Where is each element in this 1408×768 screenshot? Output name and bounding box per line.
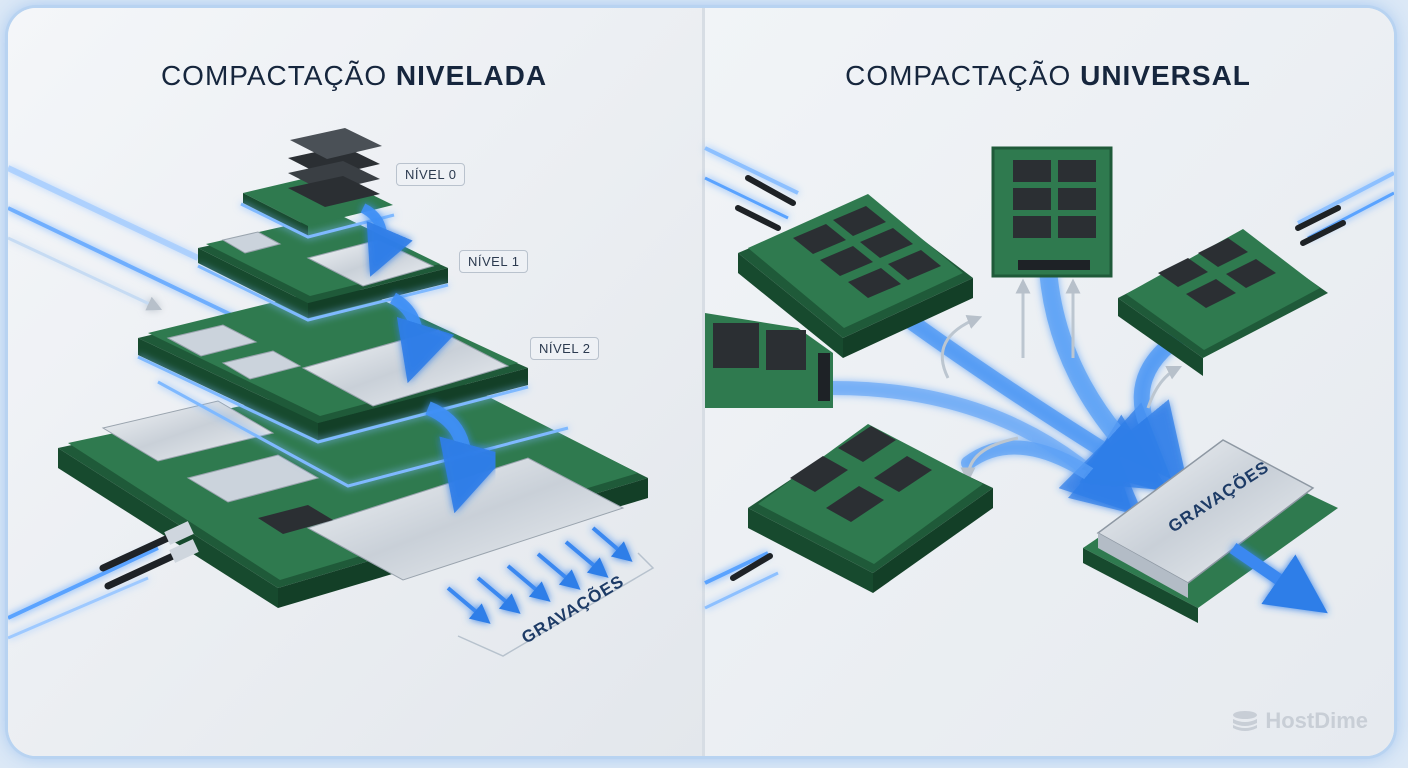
level-2-label: NÍVEL 2 bbox=[530, 337, 600, 360]
merge-flows-right bbox=[826, 261, 1189, 517]
panel-divider bbox=[702, 8, 705, 756]
write-output-arrows-left bbox=[446, 526, 633, 624]
left-panel-title: COMPACTAÇÃO NIVELADA bbox=[161, 60, 547, 92]
return-flows-right bbox=[940, 278, 1183, 483]
writes-bracket-left bbox=[457, 552, 655, 657]
left-incoming-light-streams bbox=[8, 165, 239, 640]
watermark: HostDime bbox=[1231, 708, 1368, 734]
fiber-connector-left bbox=[99, 521, 199, 590]
level-0-label: NÍVEL 0 bbox=[396, 163, 466, 186]
right-title-light: COMPACTAÇÃO bbox=[845, 60, 1072, 91]
level-1-label: NÍVEL 1 bbox=[459, 250, 529, 273]
compaction-arrows-left bbox=[360, 203, 507, 514]
fiber-connector-right bbox=[730, 175, 1346, 581]
level-0-board-stack bbox=[243, 128, 393, 236]
ssd-module-top-center bbox=[991, 146, 1113, 278]
writes-output-arrow-right bbox=[1229, 543, 1328, 614]
writes-module-right bbox=[1083, 439, 1338, 623]
hostdime-logo-icon bbox=[1233, 711, 1258, 731]
diagram-canvas: GRAVAÇÕES bbox=[8, 8, 1394, 756]
diagram-frame: GRAVAÇÕES bbox=[8, 8, 1394, 756]
ssd-module-right bbox=[1118, 229, 1328, 376]
right-title-bold: UNIVERSAL bbox=[1080, 60, 1251, 91]
ssd-module-bottom-left bbox=[748, 424, 993, 593]
left-title-bold: NIVELADA bbox=[395, 60, 548, 91]
watermark-text: HostDime bbox=[1265, 708, 1368, 733]
level-2-board bbox=[58, 366, 648, 608]
right-incoming-light-streams bbox=[704, 146, 1394, 610]
left-title-light: COMPACTAÇÃO bbox=[160, 60, 388, 91]
right-panel-title: COMPACTAÇÃO UNIVERSAL bbox=[845, 60, 1251, 92]
ssd-module-top-left bbox=[738, 194, 973, 358]
ssd-module-left-middle bbox=[705, 313, 833, 408]
